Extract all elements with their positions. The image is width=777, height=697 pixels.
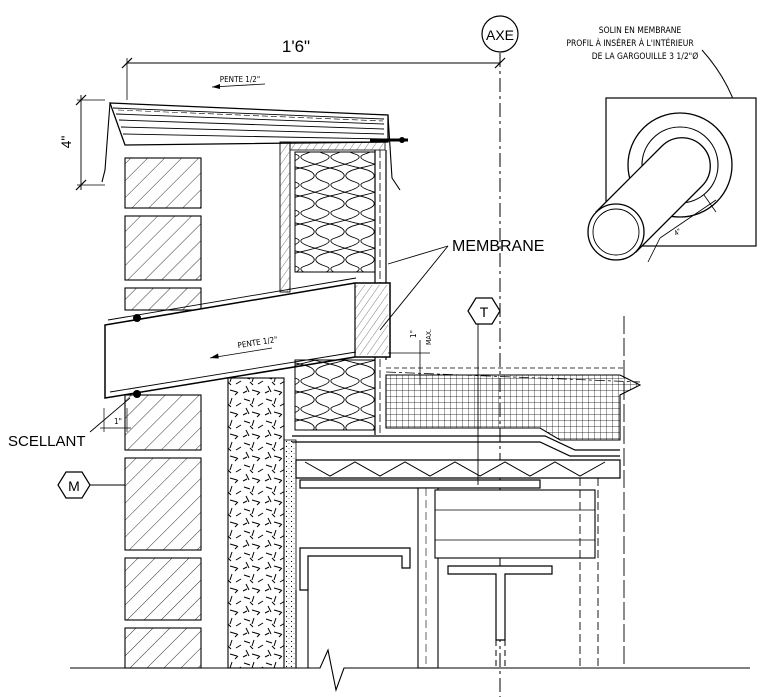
slope-top-label: PENTE 1/2" — [220, 75, 260, 84]
axe-marker: AXE — [481, 15, 519, 53]
sealant-dim: 1" — [114, 417, 122, 426]
roof-insulation — [385, 374, 642, 441]
tag-t-label: T — [480, 304, 489, 320]
sealant-callout: SCELLANT 1" — [8, 397, 131, 450]
height-dimension: 4" — [58, 94, 105, 191]
roof-membrane — [292, 435, 620, 457]
brick-wall — [124, 157, 202, 669]
width-dimension: 1'6" — [121, 37, 506, 100]
max-dimension: 1" MAX. — [388, 329, 433, 385]
max-dim-word: MAX. — [425, 329, 433, 345]
insulation-upper — [294, 151, 376, 273]
steel-beam — [417, 316, 625, 669]
break-line — [70, 648, 750, 693]
insulation-lower — [294, 359, 376, 431]
max-dim-value: 1" — [409, 330, 418, 338]
note-line-2: PROFIL À INSÉRER À L'INTÉRIEUR — [566, 37, 694, 49]
scupper: PENTE 1/2" — [104, 277, 391, 399]
coping-cap: PENTE 1/2" — [101, 75, 408, 191]
note-line-3: DE LA GARGOUILLE 3 1/2"Ø — [592, 51, 698, 62]
dimension-height-label: 4" — [58, 136, 74, 149]
detail-dim: 4" — [673, 227, 683, 238]
note-line-1: SOLIN EN MEMBRANE — [599, 26, 682, 36]
tag-t: T — [467, 297, 501, 485]
tag-m-label: M — [68, 478, 80, 494]
dimension-width-label: 1'6" — [282, 37, 310, 56]
pipe-detail: 4" — [587, 97, 757, 263]
membrane-callout: MEMBRANE — [379, 238, 544, 331]
steel-deck — [295, 459, 621, 489]
membrane-label: MEMBRANE — [452, 238, 544, 255]
tag-m: M — [57, 471, 125, 499]
axe-label: AXE — [486, 27, 514, 43]
sealant-label: SCELLANT — [8, 433, 86, 450]
interior-framing — [295, 547, 411, 668]
concrete-backup — [227, 377, 285, 669]
wood-blocking — [279, 141, 291, 293]
